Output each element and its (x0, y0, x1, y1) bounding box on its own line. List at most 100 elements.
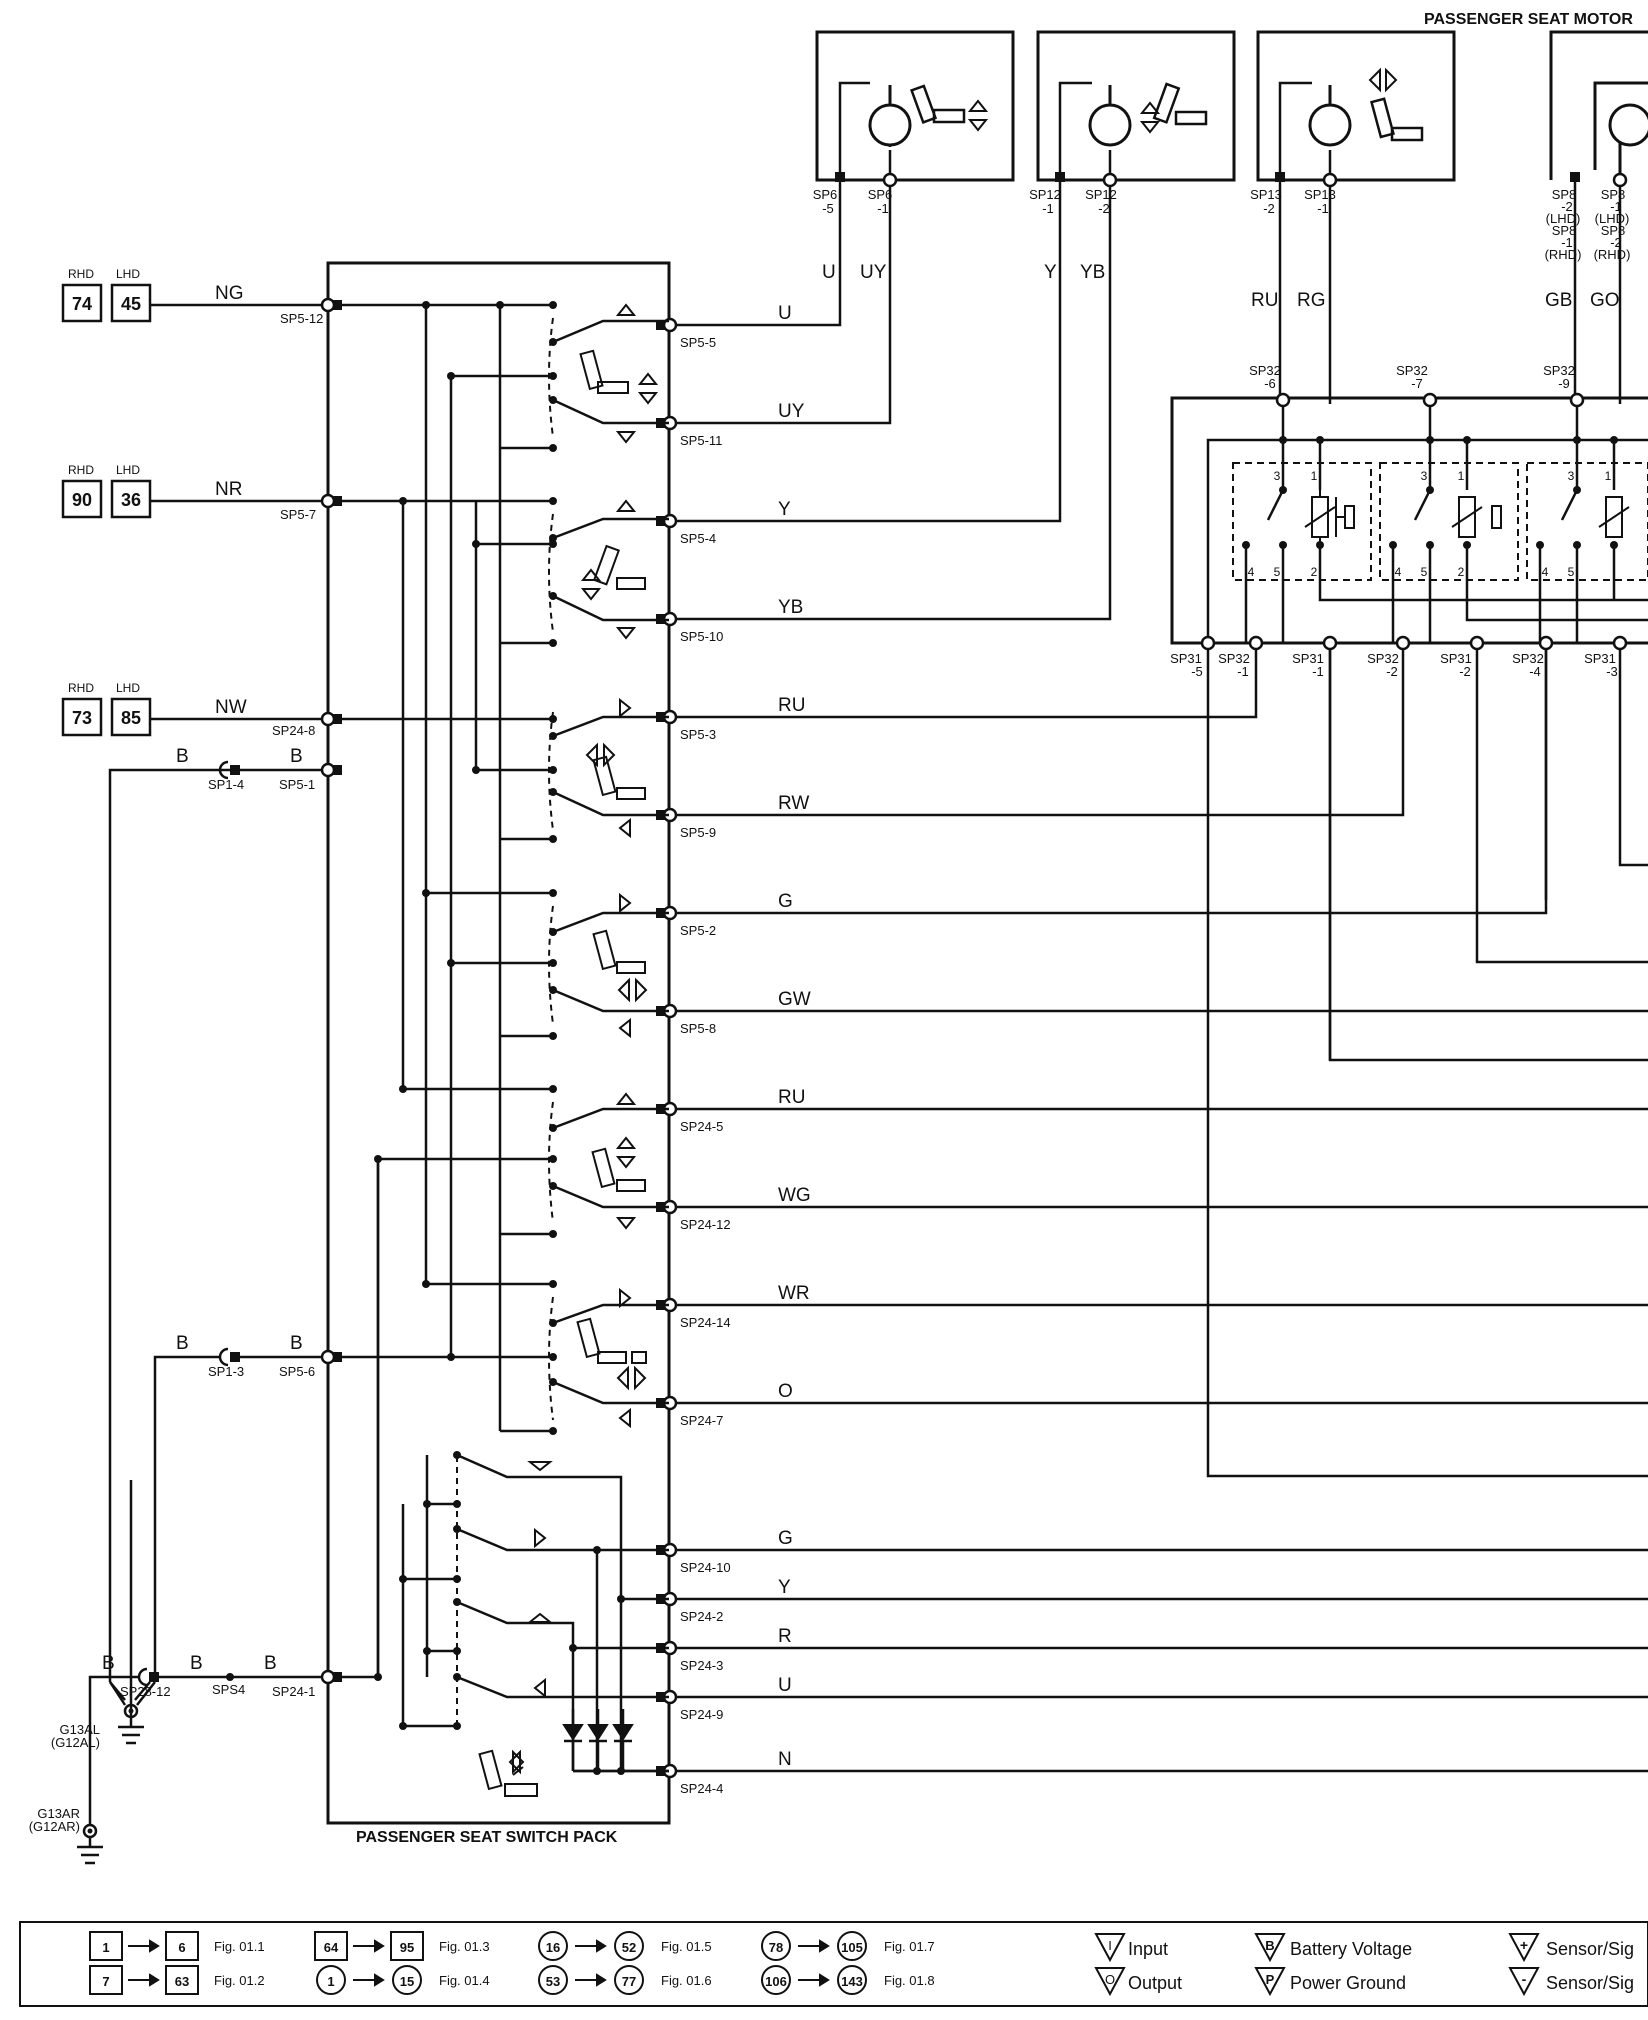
svg-text:-5: -5 (1191, 664, 1203, 679)
svg-text:SP24-10: SP24-10 (680, 1560, 731, 1575)
junction-dot (423, 1647, 431, 1655)
svg-text:SP24-14: SP24-14 (680, 1315, 731, 1330)
svg-text:GW: GW (778, 989, 811, 1010)
svg-text:-2: -2 (1561, 199, 1573, 214)
svg-text:5: 5 (1274, 565, 1281, 579)
svg-text:SP31: SP31 (1584, 651, 1616, 666)
junction-dot (453, 1500, 461, 1508)
svg-text:WR: WR (778, 1283, 810, 1304)
svg-text:-4: -4 (1529, 664, 1541, 679)
junction-dot (549, 1124, 557, 1132)
battery-voltage-icon (1254, 1933, 1286, 1963)
svg-text:-2: -2 (1610, 235, 1622, 250)
svg-text:U: U (778, 303, 792, 324)
junction-dot (549, 639, 557, 647)
junction-dot (549, 396, 557, 404)
junction-dot (549, 1427, 557, 1435)
arrow-right-icon (575, 1939, 607, 1953)
svg-text:SP5-9: SP5-9 (680, 825, 716, 840)
svg-text:LHD: LHD (116, 463, 140, 477)
svg-text:3: 3 (1568, 469, 1575, 483)
legend-range-end: 105 (841, 1940, 863, 1955)
svg-text:(RHD): (RHD) (1545, 247, 1582, 262)
output-pins (656, 317, 678, 1779)
svg-text:4: 4 (1248, 565, 1255, 579)
svg-text:(RHD): (RHD) (1594, 247, 1631, 262)
legend-range-start: 78 (769, 1940, 783, 1955)
legend-fig-label: Fig. 01.4 (439, 1973, 490, 1988)
svg-text:LHD: LHD (116, 681, 140, 695)
svg-text:U: U (778, 1675, 792, 1696)
feed-1: RHD LHD 74 45 NG SP5-12 (61, 267, 323, 326)
svg-text:SP5-5: SP5-5 (680, 335, 716, 350)
svg-text:SP5-8: SP5-8 (680, 1021, 716, 1036)
svg-text:NR: NR (215, 479, 242, 500)
svg-text:SP5-2: SP5-2 (680, 923, 716, 938)
svg-text:SP24-2: SP24-2 (680, 1609, 723, 1624)
svg-text:SP6: SP6 (813, 187, 838, 202)
output-pin-socket (662, 513, 678, 529)
svg-text:3: 3 (1274, 469, 1281, 483)
svg-text:RHD: RHD (68, 463, 94, 477)
junction-dot (453, 1525, 461, 1533)
arrow-right-icon (798, 1939, 830, 1953)
svg-text:Sensor/Sig: Sensor/Sig (1546, 1939, 1634, 1959)
svg-text:SP24-1: SP24-1 (272, 1684, 315, 1699)
svg-text:SP5-7: SP5-7 (280, 507, 316, 522)
junction-dot (549, 540, 557, 548)
svg-text:SP24-3: SP24-3 (680, 1658, 723, 1673)
svg-text:SP5-12: SP5-12 (280, 311, 323, 326)
svg-text:1: 1 (1458, 469, 1465, 483)
svg-text:SP32: SP32 (1249, 363, 1281, 378)
junction-dot (447, 1353, 455, 1361)
svg-text:-1: -1 (1312, 664, 1324, 679)
arrow-right-icon (798, 1973, 830, 1987)
junction-dot (374, 1673, 382, 1681)
junction-dot (447, 372, 455, 380)
svg-text:-2: -2 (1263, 201, 1275, 216)
junction-dot (447, 959, 455, 967)
svg-text:RW: RW (778, 793, 809, 814)
junction-dot (549, 1085, 557, 1093)
svg-text:B: B (290, 746, 303, 767)
right-arrow-icon (619, 697, 632, 719)
svg-text:-1: -1 (1561, 235, 1573, 250)
svg-text:SP32: SP32 (1367, 651, 1399, 666)
svg-text:RU: RU (778, 695, 805, 716)
svg-text:SP32: SP32 (1218, 651, 1250, 666)
svg-text:SP31: SP31 (1170, 651, 1202, 666)
seat-icon (932, 108, 966, 124)
motor-2 (1036, 30, 1236, 188)
output-pin-connector (656, 516, 668, 526)
svg-text:SP13: SP13 (1250, 187, 1282, 202)
output-icon (1094, 1967, 1126, 1997)
sensor-signal-minus-icon (1508, 1967, 1540, 1997)
legend-range-end: 52 (622, 1940, 636, 1955)
junction-dot (453, 1598, 461, 1606)
junction-dot (399, 1575, 407, 1583)
svg-text:P: P (1266, 1972, 1275, 1987)
svg-text:3: 3 (1421, 469, 1428, 483)
svg-text:-: - (1522, 1971, 1527, 1987)
arrow-right-icon (128, 1973, 160, 1987)
svg-text:NW: NW (215, 697, 247, 718)
junction-dot (399, 497, 407, 505)
junction-dot (617, 1767, 625, 1775)
feed-pins (320, 297, 342, 1685)
svg-text:1: 1 (1605, 469, 1612, 483)
legend-range-end: 6 (178, 1940, 185, 1955)
output-wire-labels: U UY Y YB RU RW G GW RU WG WR O G Y R U … (778, 303, 811, 1770)
svg-text:B: B (176, 1333, 189, 1354)
junction-dot (472, 540, 480, 548)
svg-text:45: 45 (121, 294, 141, 314)
arrow-right-icon (575, 1973, 607, 1987)
legend-range-end: 77 (622, 1974, 636, 1989)
svg-text:SP1-4: SP1-4 (208, 777, 244, 792)
svg-text:SP5-11: SP5-11 (680, 433, 722, 448)
junction-dot (549, 986, 557, 994)
motor-wire-labels: U UY Y YB RU RG GB GO (822, 262, 1620, 311)
motor-wires (670, 182, 1622, 621)
svg-text:B: B (264, 1653, 277, 1674)
